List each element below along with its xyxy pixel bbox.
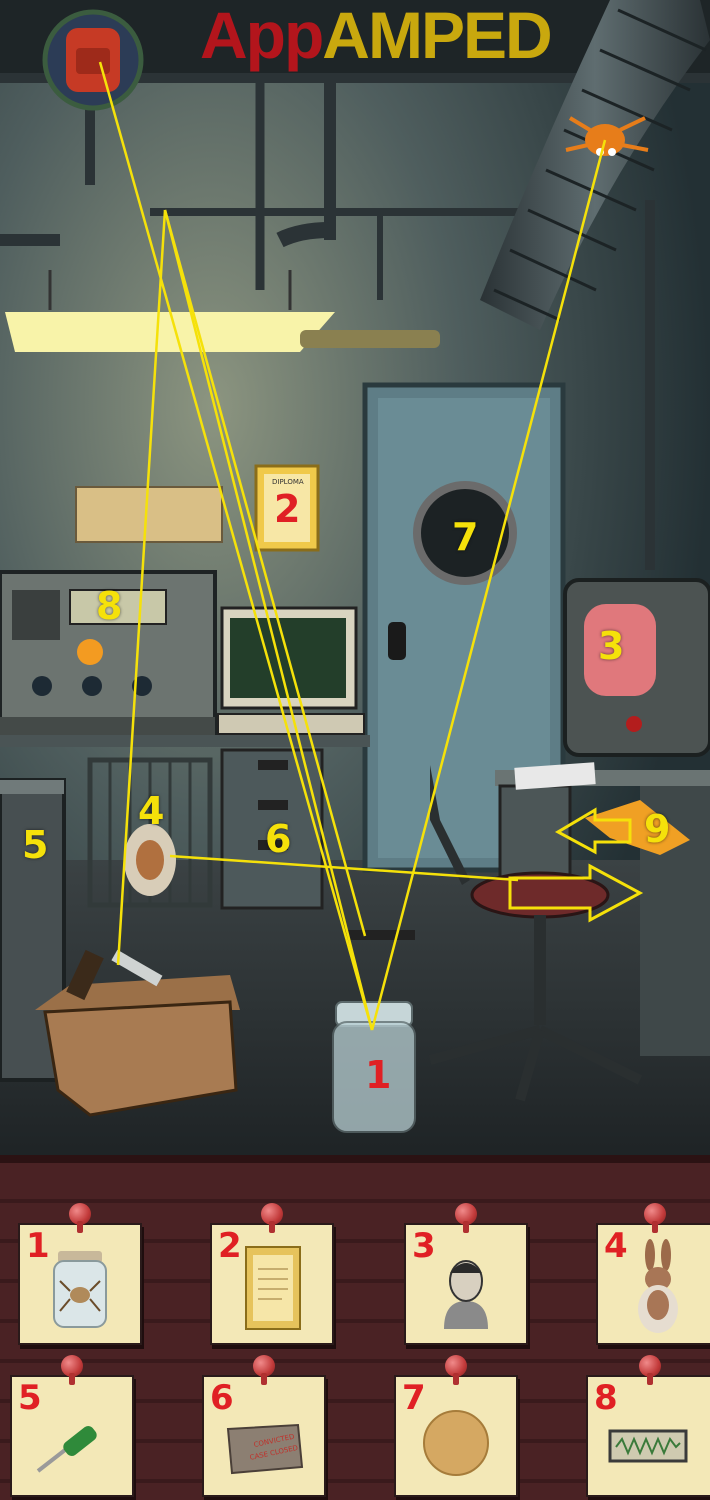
cardboard-box[interactable] — [35, 949, 240, 1117]
hint-lines — [98, 61, 607, 1031]
rubber-glove[interactable] — [585, 800, 690, 855]
wall-poster[interactable]: DIPLOMA — [254, 464, 320, 552]
wrench-on-floor[interactable] — [345, 930, 415, 940]
pushpin-icon — [61, 1355, 83, 1385]
inventory-number: 3 — [412, 1226, 436, 1266]
scene-marker-6: 6 — [265, 817, 292, 861]
svg-text:DIPLOMA: DIPLOMA — [272, 478, 304, 486]
round-disc-icon — [423, 1410, 489, 1476]
scene-marker-4: 4 — [138, 789, 165, 833]
rabbit-cage[interactable] — [87, 757, 213, 908]
inventory-item-7[interactable]: 7 — [394, 1355, 518, 1497]
pushpin-icon — [261, 1203, 283, 1233]
appamped-logo: AppAMPED — [200, 0, 553, 72]
inventory-number: 6 — [210, 1378, 234, 1418]
inventory-item-6[interactable]: 6 CONVICTED CASE CLOSED — [202, 1355, 326, 1497]
inventory-item-1[interactable]: 1 — [18, 1203, 142, 1345]
old-tv[interactable] — [563, 578, 710, 757]
backpack-button[interactable] — [42, 9, 144, 111]
filing-cabinet[interactable] — [0, 778, 66, 1082]
flashlight[interactable] — [111, 949, 163, 987]
wall-panel — [75, 486, 223, 543]
screwdriver-icon — [36, 1426, 97, 1473]
logo-text-amped: AMPED — [322, 0, 552, 72]
inventory-item-3[interactable]: 3 — [404, 1203, 528, 1345]
inventory-shelf: 1 2 3 — [0, 1155, 710, 1500]
pushpin-icon — [639, 1355, 661, 1385]
pushpin-icon — [455, 1203, 477, 1233]
hint-arrow-left — [554, 807, 632, 855]
man-portrait-icon — [444, 1260, 488, 1329]
door-porthole[interactable] — [413, 481, 517, 585]
inventory-number: 7 — [402, 1378, 426, 1418]
hint-arrow-right — [508, 863, 644, 923]
inventory-item-8[interactable]: 8 — [586, 1355, 710, 1497]
spark-icon[interactable] — [77, 639, 103, 665]
pushpin-icon — [445, 1355, 467, 1385]
scene-marker-3: 3 — [598, 624, 625, 668]
document-scroll-icon — [245, 1246, 301, 1330]
door-handle[interactable] — [388, 622, 406, 660]
scene-marker-1: 1 — [365, 1053, 392, 1097]
pushpin-icon — [644, 1203, 666, 1233]
inventory-number: 1 — [26, 1226, 50, 1266]
desk-drawers[interactable] — [220, 748, 324, 910]
inventory-item-2[interactable]: 2 — [210, 1203, 334, 1345]
inventory-number: 4 — [604, 1226, 628, 1266]
pushpin-icon — [253, 1355, 275, 1385]
room-scene: DIPLOMA — [0, 0, 710, 1160]
scene-marker-7: 7 — [452, 515, 479, 559]
inventory-item-5[interactable]: 5 — [10, 1355, 134, 1497]
inventory-item-4[interactable]: 4 — [596, 1203, 710, 1345]
ceiling-lamp — [5, 270, 440, 352]
inventory-number: 8 — [594, 1378, 618, 1418]
scene-marker-2: 2 — [274, 487, 301, 531]
waveform-plate-icon — [608, 1429, 688, 1463]
scene-marker-5: 5 — [22, 823, 49, 867]
scene-marker-9: 9 — [644, 807, 671, 851]
rabbit-icon — [638, 1239, 678, 1333]
control-panel[interactable] — [0, 570, 217, 739]
pushpin-icon — [69, 1203, 91, 1233]
metal-door[interactable] — [362, 382, 566, 873]
inventory-number: 5 — [18, 1378, 42, 1418]
right-desk[interactable] — [495, 762, 710, 1056]
office-chair[interactable] — [428, 765, 643, 1102]
ventilation-duct — [480, 0, 710, 330]
case-closed-folder-icon: CONVICTED CASE CLOSED — [226, 1423, 304, 1475]
desk-top — [0, 735, 370, 747]
logo-text-app: App — [200, 0, 324, 72]
inventory-number: 2 — [218, 1226, 242, 1266]
jar-with-spider-icon — [53, 1251, 107, 1328]
scene-marker-8: 8 — [96, 584, 123, 628]
